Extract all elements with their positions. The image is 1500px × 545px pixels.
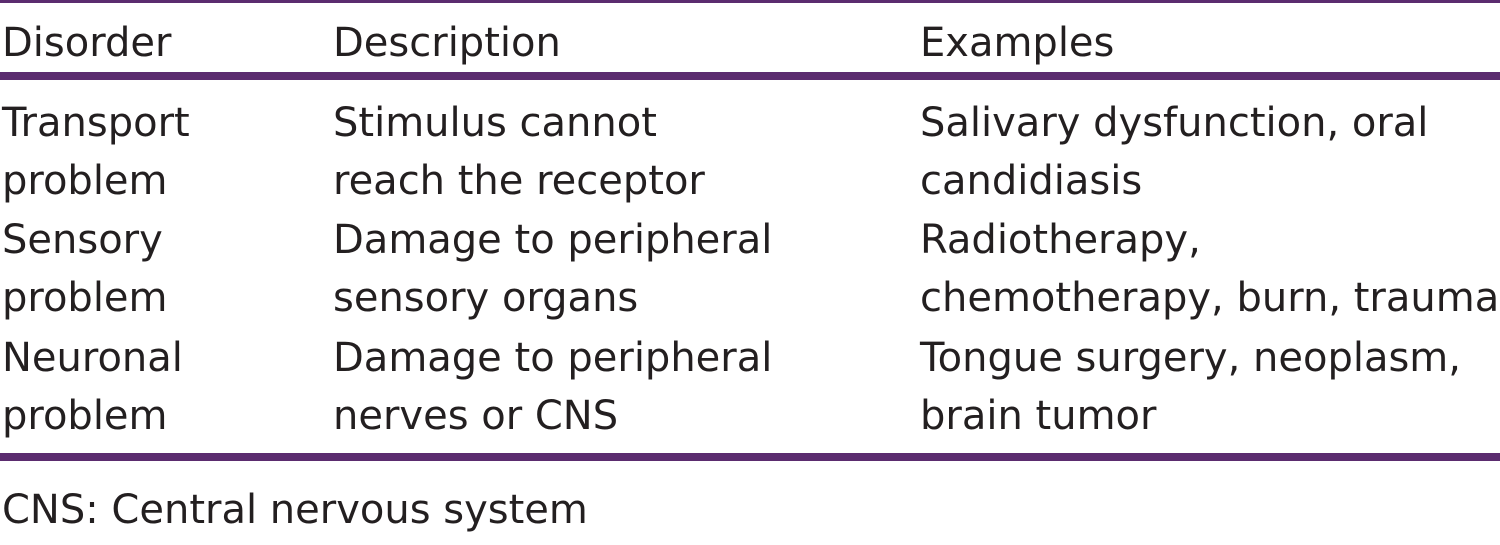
description-cell: Damage to peripheral sensory organs bbox=[333, 217, 773, 321]
table-footnote: CNS: Central nervous system bbox=[2, 487, 588, 533]
table-top-rule bbox=[0, 0, 1500, 3]
disorder-cell: Neuronal problem bbox=[2, 335, 183, 439]
examples-cell: Salivary dysfunction, oral candidiasis bbox=[920, 100, 1429, 204]
description-cell: Damage to peripheral nerves or CNS bbox=[333, 335, 773, 439]
header-disorder: Disorder bbox=[2, 20, 172, 66]
header-rule bbox=[0, 72, 1500, 80]
examples-cell: Radiotherapy, chemotherapy, burn, trauma bbox=[920, 217, 1500, 321]
header-description: Description bbox=[333, 20, 561, 66]
examples-cell: Tongue surgery, neoplasm, brain tumor bbox=[920, 335, 1461, 439]
header-examples: Examples bbox=[920, 20, 1115, 66]
table-bottom-rule bbox=[0, 453, 1500, 461]
disorder-cell: Transport problem bbox=[2, 100, 190, 204]
description-cell: Stimulus cannot reach the receptor bbox=[333, 100, 705, 204]
disorder-cell: Sensory problem bbox=[2, 217, 168, 321]
